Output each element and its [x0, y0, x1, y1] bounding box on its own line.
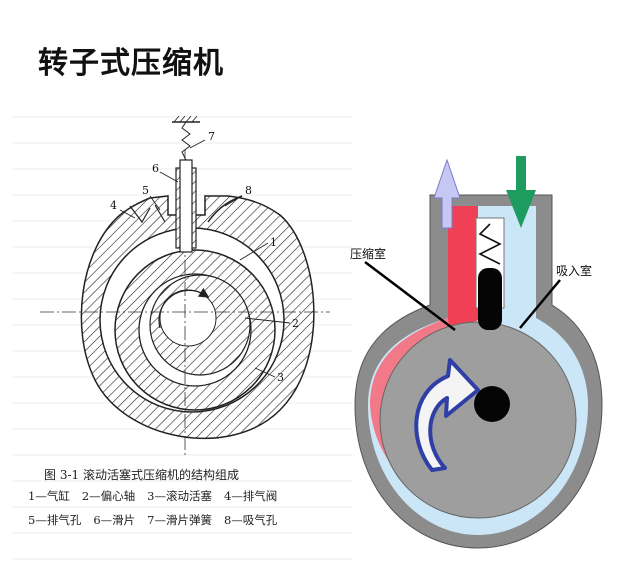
callout-6: 6 [152, 162, 159, 175]
discharge-passage [448, 206, 478, 326]
discharge-arrow [433, 158, 461, 229]
suction-arrow [506, 156, 536, 228]
callout-7: 7 [208, 130, 215, 143]
legend-item-6: 6—滑片 [93, 513, 136, 527]
page-title: 转子式压缩机 [38, 46, 224, 81]
rotor [379, 321, 577, 519]
suction-chamber-label: 吸入室 [556, 264, 593, 278]
vane-spring [181, 121, 191, 161]
compression-chamber-label: 压缩室 [350, 247, 387, 261]
callout-2: 2 [292, 317, 299, 330]
callout-4: 4 [110, 199, 117, 212]
callout-8: 8 [245, 184, 252, 197]
callout-5: 5 [142, 184, 149, 197]
spring-mount-hatch [173, 115, 198, 123]
vane-spring-cutaway [478, 223, 502, 265]
legend-item-8: 8—吸气孔 [223, 513, 278, 527]
legend-item-7: 7—滑片弹簧 [147, 513, 212, 527]
callout-1: 1 [270, 236, 277, 249]
pointer-compression [364, 261, 456, 331]
vane-cutaway [478, 268, 502, 330]
discharge-valve [129, 205, 151, 224]
discharge-port [154, 204, 166, 223]
legend-item-3: 3—滚动活塞 [147, 489, 212, 503]
eccentric-shaft-dot [474, 386, 510, 422]
legend-item-5: 5—排气孔 [28, 513, 82, 527]
legend-row-1: 1—气缸 2—偏心轴 3—滚动活塞 4—排气阀 [28, 488, 289, 504]
legend-item-1: 1—气缸 [28, 489, 70, 503]
legend-item-4: 4—排气阀 [223, 489, 278, 503]
leader-lines [119, 139, 291, 378]
figure-caption: 图 3-1 滚动活塞式压缩机的结构组成 [44, 468, 239, 482]
rotation-arrow [158, 287, 210, 329]
pointer-suction [519, 279, 561, 329]
legend-row-2: 5—排气孔 6—滑片 7—滑片弹簧 8—吸气孔 [28, 512, 289, 528]
callout-3: 3 [277, 371, 284, 384]
legend-item-2: 2—偏心轴 [81, 489, 136, 503]
rotation-arrow-blue [414, 358, 480, 472]
